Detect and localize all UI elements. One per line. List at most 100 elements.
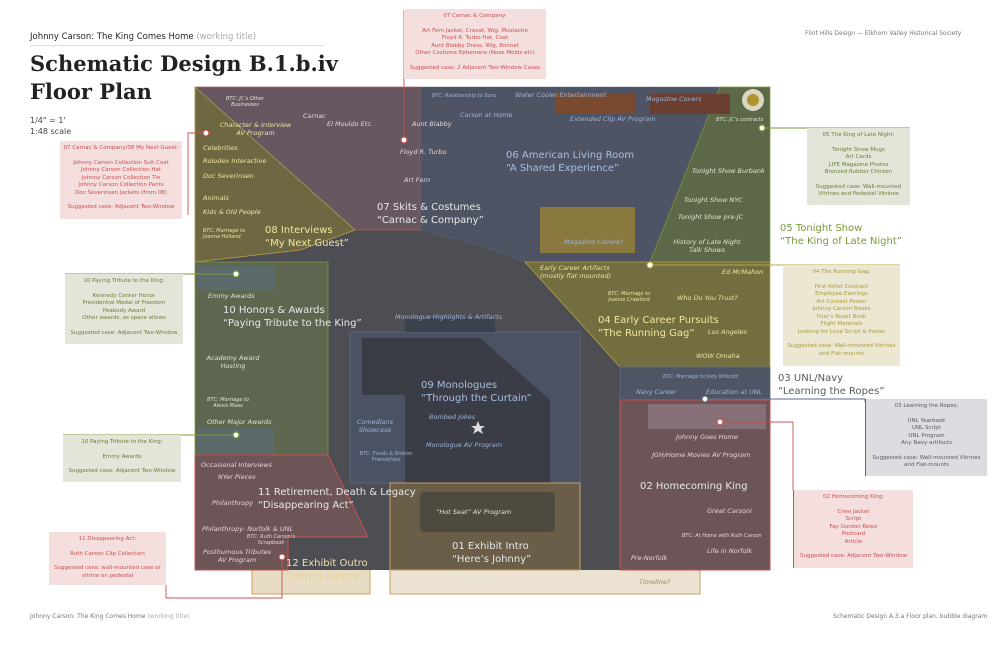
zone-title-01: 01 Exhibit Intro “Here’s Johnny” <box>452 540 531 566</box>
callout-item: Johnny Carson Collection Pants <box>78 182 164 188</box>
callout-item: Johnny Carson Collection Tie <box>81 174 161 181</box>
callout-05: 05 The King of Late Night:Tonight Show M… <box>807 128 910 205</box>
callout-item: Presidential Medal of Freedom <box>82 300 166 306</box>
header-divider <box>30 45 324 46</box>
callout-case: Suggested case: Adjacent Two-Window <box>67 204 175 210</box>
callout-item: Art Contest Poster <box>816 298 867 305</box>
marker-c10b[interactable] <box>232 431 240 439</box>
callout-item: LIFE Magazine Photos <box>828 161 889 168</box>
label-rolodex: Rolodex Interactive <box>203 157 267 165</box>
callout-item: Fay Gordon Rolex <box>829 523 878 530</box>
callout-case: Suggested case: Adjacent Two-Window <box>800 553 907 559</box>
label-extended-clip: Extended Clip AV Program <box>570 115 656 123</box>
callout-item: Looking for Love Script & Poster <box>797 328 886 335</box>
zone-number: 05 Tonight Show <box>780 223 863 234</box>
label-philanthropy: Philanthropy <box>212 499 254 507</box>
label-early-artifacts: Early Career Artifacts (mostly flat moun… <box>540 264 612 280</box>
callout-item: Art Fern Jacket, Cravat, Wig, Mustache <box>422 27 528 34</box>
marker-c10a[interactable] <box>232 270 240 278</box>
callout-title: 05 The King of Late Night: <box>822 132 895 138</box>
callout-item: Article <box>844 538 863 545</box>
marker-c11[interactable] <box>278 553 286 561</box>
footer-project: Johnny Carson: The King Comes Home <box>30 613 146 620</box>
zone-number: 01 Exhibit Intro <box>452 541 529 552</box>
zone-number: 11 Retirement, Death & Legacy <box>258 487 416 498</box>
zone-title-10: 10 Honors & Awards“Paying Tribute to the… <box>223 304 362 330</box>
label-monologue-highlights: Monologue Highlights & Artifacts <box>395 313 502 321</box>
magazine-wall <box>650 94 730 114</box>
zone-subtitle: “Here’s Johnny” <box>452 554 532 565</box>
label-ts-prejc: Tonight Show pre-JC <box>678 213 744 221</box>
callout-case: Suggested case: Wall-mounted Vitrines an… <box>872 454 981 469</box>
zone-title-04: 04 Early Career Pursuits“The Running Gag… <box>598 314 719 340</box>
zone-number: 12 Exhibit Outro <box>286 558 368 569</box>
callout-item: UNL Program <box>908 432 945 439</box>
label-ed: Ed McMahon <box>722 268 764 276</box>
label-ts-burbank: Tonight Show Burbank <box>692 167 765 175</box>
label-great-carsoni: Great Carsoni <box>707 507 752 515</box>
zone-title-02: 02 Homecoming King <box>640 480 747 493</box>
marker-c07[interactable] <box>400 136 408 144</box>
label-animals: Animals <box>203 194 229 202</box>
clip-wall <box>555 94 635 114</box>
marker-c05[interactable] <box>758 124 766 132</box>
label-life-norfolk: Life in Norfolk <box>707 547 753 555</box>
callout-item: Kennedy Center Honor <box>92 292 156 299</box>
zone-subtitle: “The King of Late Night” <box>780 236 902 247</box>
zone-10-honors <box>194 261 329 456</box>
label-johnny-goes-home: Johnny Goes Home <box>676 433 738 441</box>
marker-c03[interactable] <box>701 395 709 403</box>
callout-case: Suggested case: Wall-mounted Vitrines an… <box>815 183 902 198</box>
label-other-awards: Other Major Awards <box>207 418 272 426</box>
callout-07: 07 Carnac & Company:Art Fern Jacket, Cra… <box>404 9 546 79</box>
label-academy: Academy Award Hosting <box>206 354 260 370</box>
callout-item: Flight Materials <box>820 321 863 327</box>
star-icon <box>471 421 485 434</box>
zone-title-05: 05 Tonight Show “The King of Late Night” <box>780 222 902 248</box>
label-btc-joanne: BTC: Marriage to Joanne Crawford <box>607 291 651 303</box>
callout-item: Floyd R. Turbo Hat, Coat <box>441 35 509 41</box>
callout-item: Doc Severinsen Jackets (from 08) <box>75 189 167 196</box>
zone-subtitle: “Learning the Ropes” <box>778 386 885 397</box>
working-title-note: (working title) <box>196 32 257 42</box>
title-line-2: Floor Plan <box>30 79 152 104</box>
zone-title-03: 03 UNL/Navy “Learning the Ropes” <box>778 372 885 398</box>
project-name: Johnny Carson: The King Comes Home <box>30 32 194 42</box>
callout-title: 10 Paying Tribute to the King: <box>83 278 165 284</box>
label-wow-omaha: WOW Omaha <box>696 352 740 360</box>
marker-c07-08[interactable] <box>202 129 210 137</box>
label-art-fern: Art Fern <box>404 176 431 184</box>
zone-number: 09 Monologues <box>421 380 498 391</box>
label-los-angeles: Los Angeles <box>708 328 747 336</box>
marker-c02[interactable] <box>716 418 724 426</box>
label-floyd: Floyd R. Turbo <box>400 148 447 156</box>
callout-item: UNL Script <box>912 425 941 431</box>
callout-title: 07 Carnac & Company/08 My Next Guest: <box>63 145 179 151</box>
label-carnac: Carnac <box>303 112 326 120</box>
callout-item: Johnny Carson Collection Hat <box>81 167 161 173</box>
callout-item: Other awards, as space allows <box>82 315 166 321</box>
callout-item: Art Cards <box>845 154 872 160</box>
zone-subtitle: “Through the Curtain” <box>421 393 532 404</box>
zone-number: 04 Early Career Pursuits <box>598 315 719 326</box>
callout-case: Suggested case: Adjacent Two-Window <box>70 329 178 336</box>
callout-item: Peabody Award <box>102 307 146 314</box>
scale-text: 1:48 scale <box>30 127 72 136</box>
hot-seat-screen <box>420 492 555 532</box>
callout-title: 04 The Running Gag: <box>812 269 871 275</box>
zone-subtitle: “Paying Tribute to the King” <box>223 318 362 329</box>
label-monologue-av: Monologue AV Program <box>426 441 503 449</box>
zone-subtitle: “Disappearing Act” <box>258 500 354 511</box>
label-nyer: NYer Pieces <box>218 473 256 481</box>
callout-07-08: 07 Carnac & Company/08 My Next Guest: Joh… <box>60 141 182 219</box>
scale-ratio: 1/4" = 1' <box>30 116 66 125</box>
label-carson-home: Carson at Home <box>460 111 513 119</box>
footer-left: Johnny Carson: The King Comes Home (work… <box>30 613 190 620</box>
timeline-strip <box>389 566 701 595</box>
callout-10-a: 10 Paying Tribute to the King: Kennedy Ce… <box>65 274 183 344</box>
marker-c04[interactable] <box>646 261 654 269</box>
zone-number: 03 UNL/Navy <box>778 373 844 384</box>
